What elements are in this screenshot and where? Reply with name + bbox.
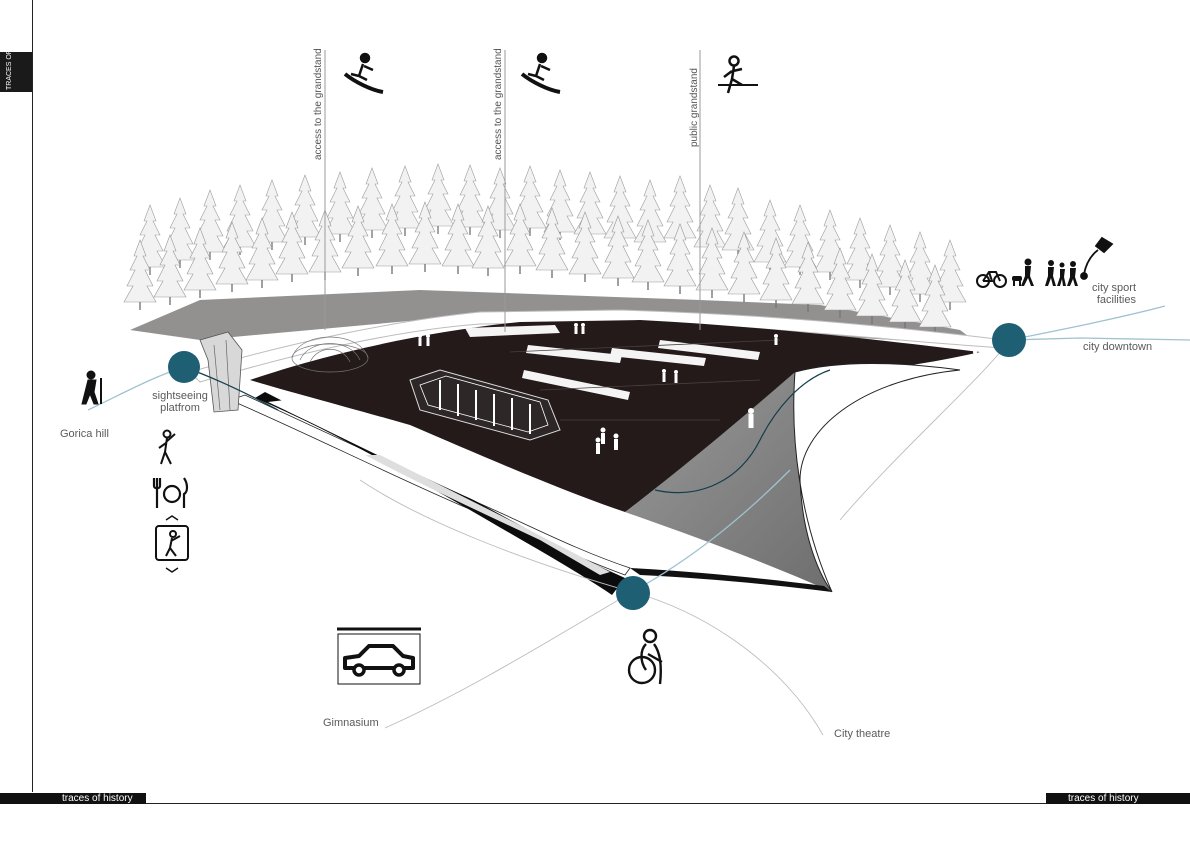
- dog-walker-icon: [1012, 259, 1034, 287]
- person-icon: [159, 431, 175, 465]
- label-grandstand-access-1: access to the grandstand: [313, 48, 324, 160]
- label-gorica-hill: Gorica hill: [60, 428, 109, 440]
- label-sightseeing-platform: sightseeing platfrom: [150, 390, 210, 414]
- spectator-icon: [718, 57, 758, 94]
- label-city-downtown: city downtown: [1083, 341, 1152, 353]
- skateboarder-icon: [345, 54, 383, 92]
- node-south[interactable]: [616, 576, 650, 610]
- label-city-sport-facilities: city sport facilities: [1092, 282, 1136, 306]
- skateboarder-icon-2: [522, 54, 560, 92]
- kite-icon: [1081, 238, 1112, 279]
- family-walking-icon: [1045, 260, 1078, 286]
- label-grandstand-access-2: access to the grandstand: [493, 48, 504, 160]
- label-public-grandstand: public grandstand: [689, 68, 700, 147]
- hiker-icon: [82, 371, 101, 404]
- node-downtown[interactable]: [992, 323, 1026, 357]
- ribbon-wall: [794, 364, 960, 593]
- node-sightseeing[interactable]: [168, 351, 200, 383]
- label-gimnasium: Gimnasium: [323, 717, 379, 729]
- bicycle-icon: [977, 272, 1006, 287]
- elevator-icon: [156, 516, 188, 572]
- dining-icon: [154, 478, 187, 508]
- label-city-theatre: City theatre: [834, 728, 890, 740]
- garage-car-icon: [337, 629, 421, 684]
- wheelchair-icon: [629, 630, 662, 684]
